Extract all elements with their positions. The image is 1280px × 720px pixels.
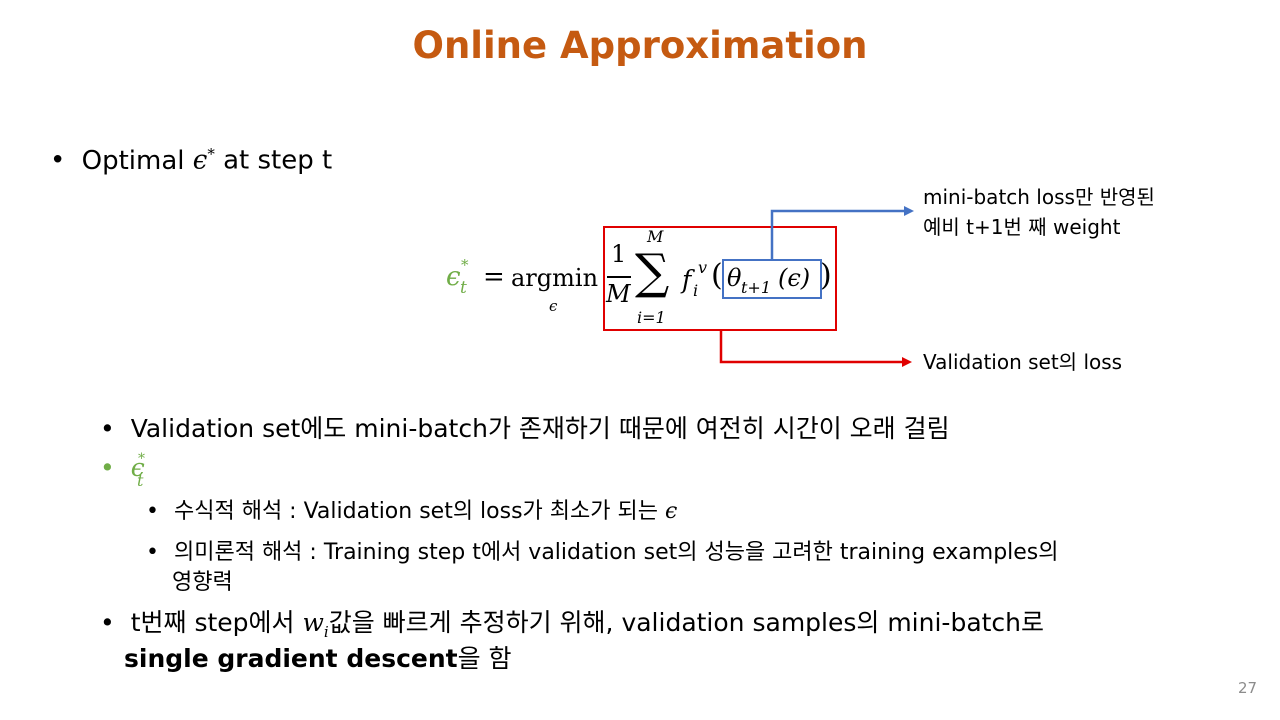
formula-equals: = [483,262,505,292]
bullet-single-gradient: • t번째 step에서 wi값을 빠르게 추정하기 위해, validatio… [100,603,1044,641]
w-subscript: i [323,623,329,641]
sub-bullet-text-line2: 영향력 [172,570,233,595]
formula-lhs-sup: * [461,256,469,274]
formula-f-sup: v [698,258,708,277]
epsilon-symbol: ϵ [664,499,678,524]
formula-lhs-symbol: ϵ [446,262,461,292]
epsilon-superscript: * [207,145,215,163]
main-bullet-suffix: at step t [214,145,333,176]
blue-arrowhead-icon [904,206,914,216]
formula-argmin: argmin [511,264,599,292]
weight-annotation-line1: mini-batch loss만 반영된 [923,185,1155,209]
loss-annotation: Validation set의 loss [923,350,1123,374]
weight-highlight-box [722,259,822,299]
bold-term: single gradient descent [124,644,458,673]
formula-close-paren: ) [820,258,832,293]
bullet-text-pre: t번째 step에서 [130,608,303,637]
sub-bullet-formal: • 수식적 해석 : Validation set의 loss가 최소가 되는 … [146,493,677,525]
formula-f: f [682,265,692,294]
epsilon-symbol: ϵ [130,453,145,482]
bullet-text: Validation set에도 mini-batch가 존재하기 때문에 여전… [130,414,950,443]
bullet-dot: • [100,608,115,637]
formula-fraction-bar [607,276,631,278]
weight-annotation: mini-batch loss만 반영된 예비 t+1번 째 weight [923,182,1155,242]
formula-sum-lower: i=1 [637,308,666,327]
formula-theta-arg: (ϵ) [778,264,811,292]
formula-lhs-sub: t [460,278,467,298]
formula-theta-sub: t+1 [741,278,772,297]
main-bullet-prefix: Optimal [81,145,193,176]
formula-sum: ∑ [635,244,670,300]
sub-bullet-text-line1: 의미론적 해석 : Training step t에서 validation s… [173,540,1059,565]
weight-annotation-line2: 예비 t+1번 째 weight [923,215,1121,239]
formula-frac-numerator: 1 [611,240,627,268]
red-connector-line [719,331,904,364]
bullet-dot: • [50,145,66,176]
page-number: 27 [1238,679,1258,697]
sub-bullet-semantic: • 의미론적 해석 : Training step t에서 validation… [146,534,1059,566]
w-symbol: w [302,608,324,637]
epsilon-symbol: ϵ [192,145,208,176]
bullet-epsilon-t: • ϵ [100,453,145,482]
epsilon-superscript: * [138,451,145,467]
formula-argmin-sub: ϵ [549,297,558,315]
bullet-dot: • [146,540,159,565]
epsilon-subscript: t [137,471,144,490]
bullet-dot: • [100,453,115,482]
red-arrowhead-icon [902,357,912,367]
bullet-dot: • [146,499,159,524]
loss-highlight-box [603,226,837,331]
bullet-single-gradient-line2: single gradient descent을 함 [124,639,512,675]
bullet-validation-minibatch: • Validation set에도 mini-batch가 존재하기 때문에 … [100,409,950,445]
bullet-dot: • [100,414,115,443]
formula-open-paren: ( [711,258,723,293]
bullet-text-post: 값을 빠르게 추정하기 위해, validation samples의 mini… [328,608,1045,637]
slide-title: Online Approximation [412,24,868,67]
bullet-text-end: 을 함 [457,644,512,673]
formula-sum-upper: M [647,227,664,246]
formula-f-sub: i [693,281,699,300]
blue-connector-line [770,209,906,259]
formula-frac-denominator: M [606,280,631,308]
sub-bullet-text: 수식적 해석 : Validation set의 loss가 최소가 되는 [173,499,665,524]
formula-theta: θ [727,264,742,292]
main-bullet: • Optimal ϵ* at step t [50,145,332,176]
